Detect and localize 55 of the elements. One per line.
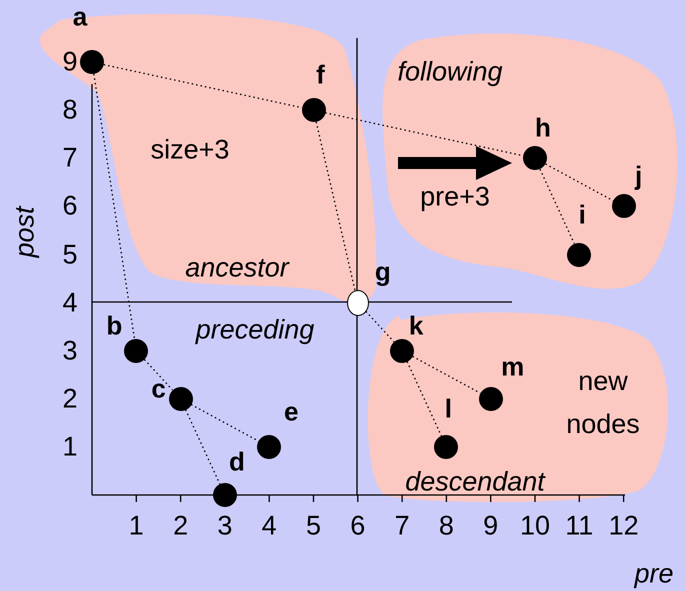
tick-label: 3 bbox=[62, 335, 78, 366]
tick-label: 7 bbox=[394, 510, 410, 542]
tick-label: 4 bbox=[262, 510, 277, 542]
tree-edge bbox=[316, 122, 356, 290]
node-letter: i bbox=[578, 199, 586, 230]
tick-label: 8 bbox=[62, 94, 78, 126]
tick-label: 2 bbox=[173, 510, 188, 542]
node-letter: c bbox=[151, 373, 166, 404]
tick-label: 6 bbox=[350, 510, 366, 542]
node-letter: d bbox=[228, 446, 245, 478]
node-letter: a bbox=[72, 2, 88, 33]
tree-edge bbox=[93, 74, 136, 339]
region-label: following bbox=[397, 56, 503, 88]
tree-edge bbox=[539, 168, 575, 244]
tick-label: 2 bbox=[62, 383, 78, 414]
node-letter: k bbox=[408, 310, 424, 342]
node-letter: h bbox=[535, 112, 551, 144]
node-letter: l bbox=[444, 393, 452, 424]
tree-edge bbox=[365, 310, 394, 342]
node-letter: e bbox=[284, 396, 298, 428]
tick-label: 8 bbox=[438, 510, 454, 542]
axis-title: pre bbox=[634, 558, 674, 590]
node-letter: f bbox=[316, 60, 325, 91]
tree-edge bbox=[185, 409, 220, 484]
tick-label: 10 bbox=[520, 510, 550, 542]
tree-edge bbox=[406, 361, 442, 436]
tick-label: 11 bbox=[565, 510, 594, 542]
tick-label: 12 bbox=[608, 510, 639, 542]
tick-label: 9 bbox=[483, 510, 498, 542]
tree-edge bbox=[104, 64, 302, 108]
tree-edge bbox=[190, 404, 259, 442]
tree-edge bbox=[412, 356, 480, 394]
note-text: size+3 bbox=[150, 134, 230, 166]
tree-edge bbox=[325, 112, 524, 156]
tick-label: 9 bbox=[62, 46, 78, 78]
tick-label: 1 bbox=[128, 510, 144, 542]
tick-label: 3 bbox=[217, 510, 232, 542]
tick-label: 6 bbox=[62, 190, 78, 222]
quadrant-label: preceding bbox=[196, 314, 314, 346]
node-letter: b bbox=[106, 310, 122, 342]
node-letter: j bbox=[634, 160, 642, 192]
tree-edge bbox=[144, 359, 173, 390]
tick-label: 7 bbox=[62, 142, 78, 174]
node-letter: g bbox=[374, 256, 391, 288]
tree-edge bbox=[545, 163, 614, 202]
region-label: descendant bbox=[405, 466, 545, 498]
tick-label: 4 bbox=[62, 287, 78, 318]
tick-label: 1 bbox=[62, 431, 78, 462]
note-text: pre+3 bbox=[420, 182, 490, 212]
region-label: ancestor bbox=[185, 252, 289, 284]
note-text: new nodes bbox=[565, 364, 641, 441]
tick-label: 5 bbox=[306, 510, 322, 542]
node-letter: m bbox=[501, 351, 524, 382]
axis-title: post bbox=[10, 206, 40, 258]
tick-label: 5 bbox=[62, 239, 78, 270]
